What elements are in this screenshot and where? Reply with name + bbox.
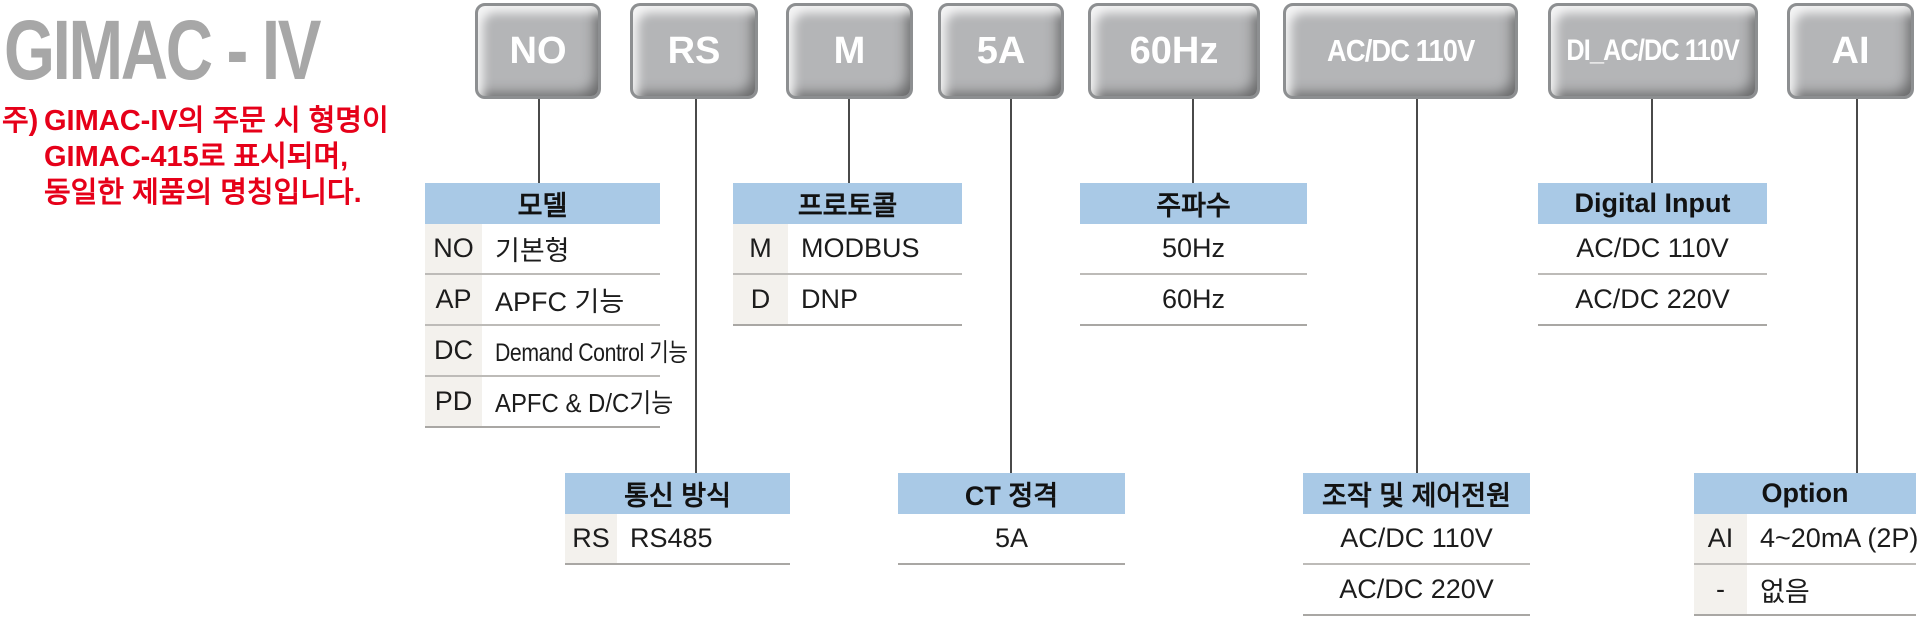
table-ct-rating: CT 정격 5A [898, 473, 1125, 565]
table-protocol: 프로토콜 M MODBUS D DNP [733, 183, 962, 326]
connector-line-protocol [848, 99, 850, 184]
table-comm-method: 통신 방식 RS RS485 [565, 473, 790, 565]
row-value: 기본형 [495, 236, 570, 266]
table-row: 50Hz [1080, 224, 1307, 275]
table-comm-method-header: 통신 방식 [565, 473, 790, 514]
code-block-label: M [833, 29, 866, 72]
code-block-ct: 5A [938, 3, 1064, 99]
row-value: DNP [801, 284, 859, 314]
connector-line-option [1856, 99, 1858, 473]
row-code: DC [425, 326, 482, 375]
row-code: AP [425, 275, 482, 324]
order-note-prefix: 주) [2, 105, 39, 137]
connector-line-frequency [1192, 99, 1194, 184]
table-row: AP APFC 기능 [425, 275, 660, 326]
table-option: Option AI 4~20mA (2P) - 없음 [1694, 473, 1919, 616]
code-block-model: NO [475, 3, 601, 99]
code-block-frequency: 60Hz [1088, 3, 1260, 99]
order-note-line: GIMAC-IV의 주문 시 형명이 [44, 105, 389, 137]
row-value: 없음 [1760, 577, 1810, 607]
table-row: M MODBUS [733, 224, 962, 275]
table-digital-input-header: Digital Input [1538, 183, 1767, 224]
product-title: GIMAC - IV [4, 3, 321, 97]
table-option-header: Option [1694, 473, 1916, 514]
order-note-line: 동일한 제품의 명칭입니다. [44, 177, 362, 209]
code-block-option: AI [1787, 3, 1914, 99]
connector-line-model [538, 99, 540, 184]
code-block-protocol: M [786, 3, 913, 99]
table-control-power: 조작 및 제어전원 AC/DC 110V AC/DC 220V [1303, 473, 1530, 616]
code-block-label: DI_AC/DC 110V [1566, 34, 1740, 67]
order-note-line: GIMAC-415로 표시되며, [44, 141, 349, 173]
order-note: 주) GIMAC-IV의 주문 시 형명이 GIMAC-415로 표시되며, 동… [2, 103, 432, 211]
row-value: APFC & D/C기능 [495, 388, 674, 418]
row-code: M [733, 224, 788, 273]
table-row: NO 기본형 [425, 224, 660, 275]
table-row: AI 4~20mA (2P) [1694, 514, 1919, 565]
connector-line-comm [695, 99, 697, 473]
row-code: AI [1694, 514, 1747, 563]
row-value: MODBUS [801, 233, 920, 263]
table-row: 60Hz [1080, 275, 1307, 326]
connector-line-ct [1010, 99, 1012, 473]
row-value: 5A [994, 523, 1029, 553]
table-row: AC/DC 110V [1303, 514, 1530, 565]
table-model-header: 모델 [425, 183, 660, 224]
row-code: PD [425, 377, 482, 426]
row-code: D [733, 275, 788, 324]
row-value: AC/DC 110V [1576, 233, 1729, 263]
row-code: - [1694, 565, 1747, 614]
row-value: AC/DC 220V [1339, 574, 1494, 604]
connector-line-control-power [1416, 99, 1418, 473]
table-row: AC/DC 220V [1538, 275, 1767, 326]
code-block-label: NO [509, 29, 567, 72]
row-value: AC/DC 110V [1340, 523, 1493, 553]
code-block-comm: RS [630, 3, 758, 99]
table-row: AC/DC 220V [1303, 565, 1530, 616]
code-block-control-power: AC/DC 110V [1283, 3, 1518, 99]
code-block-label: RS [667, 29, 721, 72]
code-block-label: AC/DC 110V [1326, 33, 1475, 68]
row-code: RS [565, 514, 617, 563]
table-row: PD APFC & D/C기능 [425, 377, 673, 428]
table-row: AC/DC 110V [1538, 224, 1767, 275]
table-frequency-header: 주파수 [1080, 183, 1307, 224]
table-protocol-header: 프로토콜 [733, 183, 962, 224]
row-value: 50Hz [1161, 233, 1226, 263]
table-row: D DNP [733, 275, 962, 326]
connector-line-digital-input [1651, 99, 1653, 184]
code-block-label: 60Hz [1129, 29, 1219, 72]
table-model: 모델 NO 기본형 AP APFC 기능 DC Demand Control 기… [425, 183, 688, 428]
table-digital-input: Digital Input AC/DC 110V AC/DC 220V [1538, 183, 1767, 326]
table-row: RS RS485 [565, 514, 790, 565]
table-row: 5A [898, 514, 1125, 565]
row-value: Demand Control 기능 [495, 338, 688, 367]
row-value: 4~20mA (2P) [1760, 523, 1919, 553]
table-ct-rating-header: CT 정격 [898, 473, 1125, 514]
table-row: DC Demand Control 기능 [425, 326, 688, 377]
table-control-power-header: 조작 및 제어전원 [1303, 473, 1530, 514]
code-block-digital-input: DI_AC/DC 110V [1548, 3, 1758, 99]
row-value: AC/DC 220V [1575, 284, 1730, 314]
code-block-label: AI [1831, 29, 1870, 72]
table-row: - 없음 [1694, 565, 1916, 616]
order-note-lines: GIMAC-IV의 주문 시 형명이 GIMAC-415로 표시되며, 동일한 … [44, 103, 432, 211]
row-code: NO [425, 224, 482, 273]
table-frequency: 주파수 50Hz 60Hz [1080, 183, 1307, 326]
code-block-label: 5A [976, 29, 1026, 72]
row-value: APFC 기능 [495, 287, 625, 317]
row-value: RS485 [630, 523, 713, 553]
row-value: 60Hz [1161, 284, 1226, 314]
